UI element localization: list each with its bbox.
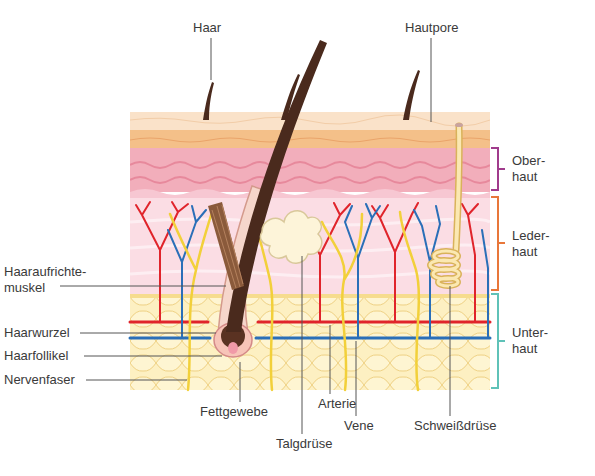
part-label: Hautpore [405,20,458,36]
sweat-gland [430,123,463,286]
sebaceous-gland [260,211,321,264]
part-label: Ober- haut [512,153,545,185]
part-label: Haarfollikel [4,348,68,364]
part-label: Haarwurzel [4,325,70,341]
part-label: Unter- haut [512,325,548,357]
part-label: Leder- haut [512,228,550,260]
part-label: Talgdrüse [276,436,332,452]
part-label: Fettgewebe [200,404,268,420]
arrector-muscle [208,202,244,290]
part-label: Arterie [318,396,356,412]
hairs [203,70,420,120]
part-label: Haaraufrichte- muskel [4,264,86,296]
part-label: Vene [344,418,374,434]
part-label: Haar [193,20,221,36]
part-label: Nervenfaser [4,372,75,388]
part-label: Schweißdrüse [414,418,496,434]
hair-shaft [226,40,327,332]
skin-layers [130,112,490,390]
layer-brackets [491,148,505,388]
blood-vessels [130,202,490,338]
leader-lines [60,38,450,434]
